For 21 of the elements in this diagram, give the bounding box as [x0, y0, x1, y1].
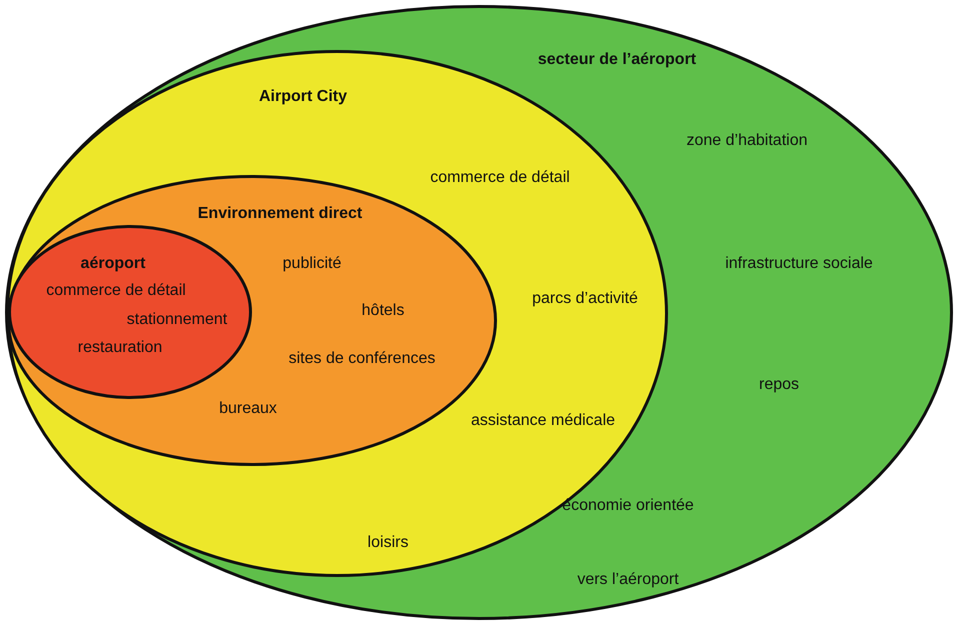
- zone-heading: aéroport: [80, 254, 146, 274]
- zone-heading: secteur de l’aéroport: [538, 50, 696, 70]
- zone-item-text: sites de conférences: [288, 349, 436, 369]
- zone-item-text: stationnement: [126, 310, 228, 330]
- zone-heading: Airport City: [259, 87, 347, 107]
- zone-item-text: hôtels: [362, 301, 404, 321]
- zone-item-text: repos: [758, 375, 800, 395]
- outer-zone-ellipse: [5, 5, 953, 620]
- zone-heading: Environnement direct: [198, 204, 362, 224]
- zone-item-text: publicité: [282, 254, 342, 274]
- zone-item-text: économie orientée vers l’aéroport: [561, 496, 695, 590]
- zone-item-text: bureaux: [219, 399, 277, 419]
- zone-item-text: restauration: [78, 338, 162, 358]
- zone-item-text: zone d’habitation: [686, 131, 808, 151]
- zone-item-text: assistance médicale: [470, 411, 616, 431]
- zone-item-text: commerce de détail: [430, 168, 570, 188]
- core-zone-ellipse: [8, 225, 252, 399]
- zone-item-text: loisirs: [368, 533, 408, 553]
- zone-item-text: infrastructure sociale: [725, 254, 873, 274]
- zone-item-text: commerce de détail: [46, 281, 186, 301]
- zone-item-text: parcs d’activité: [532, 289, 638, 309]
